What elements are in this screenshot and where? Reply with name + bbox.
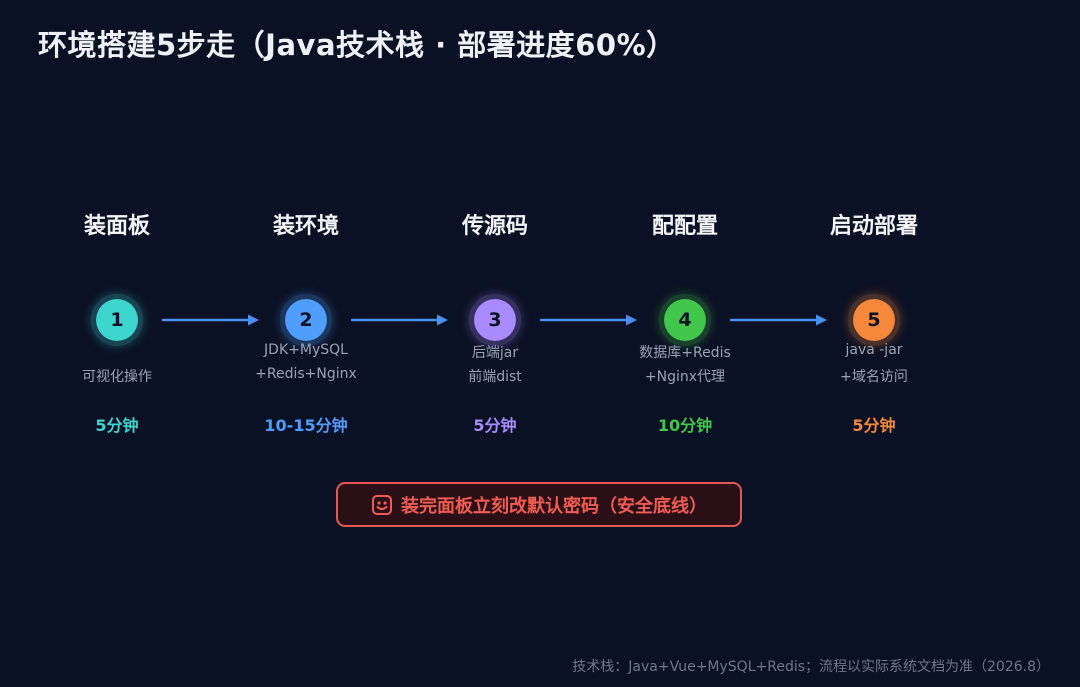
step-desc-line: 可视化操作 [82, 369, 152, 385]
step-desc-line: +Nginx代理 [644, 369, 726, 385]
step-4: 配配置 4 数据库+Redis +Nginx代理 10分钟 [595, 0, 775, 687]
step-time: 10分钟 [657, 416, 713, 435]
arrow-right-icon [351, 314, 448, 326]
step-time: 5分钟 [95, 416, 139, 435]
step-number: 1 [96, 299, 138, 341]
security-warning-banner: 装完面板立刻改默认密码（安全底线） [336, 482, 742, 527]
step-title: 传源码 [461, 214, 528, 239]
step-title: 装面板 [83, 214, 150, 239]
step-title: 配配置 [651, 214, 718, 239]
step-time: 10-15分钟 [264, 416, 348, 435]
step-ring: 5 [848, 294, 900, 346]
step-number: 3 [474, 299, 516, 341]
step-desc-line: java -jar [845, 342, 903, 358]
step-ring: 4 [659, 294, 711, 346]
step-title: 启动部署 [829, 214, 918, 239]
step-3: 传源码 3 后端jar 前端dist 5分钟 [405, 0, 585, 687]
step-time: 5分钟 [473, 416, 517, 435]
page-title: 环境搭建5步走（Java技术栈 · 部署进度60%） [38, 28, 676, 62]
shield-icon [372, 494, 392, 515]
step-desc-line: JDK+MySQL [264, 342, 348, 358]
step-number: 4 [664, 299, 706, 341]
step-desc-line: 数据库+Redis [639, 345, 731, 361]
step-ring: 3 [469, 294, 521, 346]
step-desc-line: +域名访问 [840, 369, 908, 385]
step-desc-line: 后端jar [471, 345, 519, 361]
step-ring: 2 [280, 294, 332, 346]
step-number: 2 [285, 299, 327, 341]
arrow-right-icon [730, 314, 827, 326]
step-desc-line: +Redis+Nginx [255, 366, 357, 382]
step-time: 5分钟 [852, 416, 896, 435]
step-title: 装环境 [272, 214, 339, 239]
step-5: 启动部署 5 java -jar +域名访问 5分钟 [784, 0, 964, 687]
warning-text: 装完面板立刻改默认密码（安全底线） [401, 495, 707, 517]
step-1: 装面板 1 可视化操作 5分钟 [27, 0, 207, 687]
step-2: 装环境 2 JDK+MySQL +Redis+Nginx 10-15分钟 [216, 0, 396, 687]
step-number: 5 [853, 299, 895, 341]
footer-note: 技术栈：Java+Vue+MySQL+Redis；流程以实际系统文档为准（202… [572, 659, 1050, 675]
arrow-right-icon [162, 314, 259, 326]
arrow-right-icon [540, 314, 637, 326]
step-ring: 1 [91, 294, 143, 346]
step-desc-line: 前端dist [468, 369, 522, 385]
